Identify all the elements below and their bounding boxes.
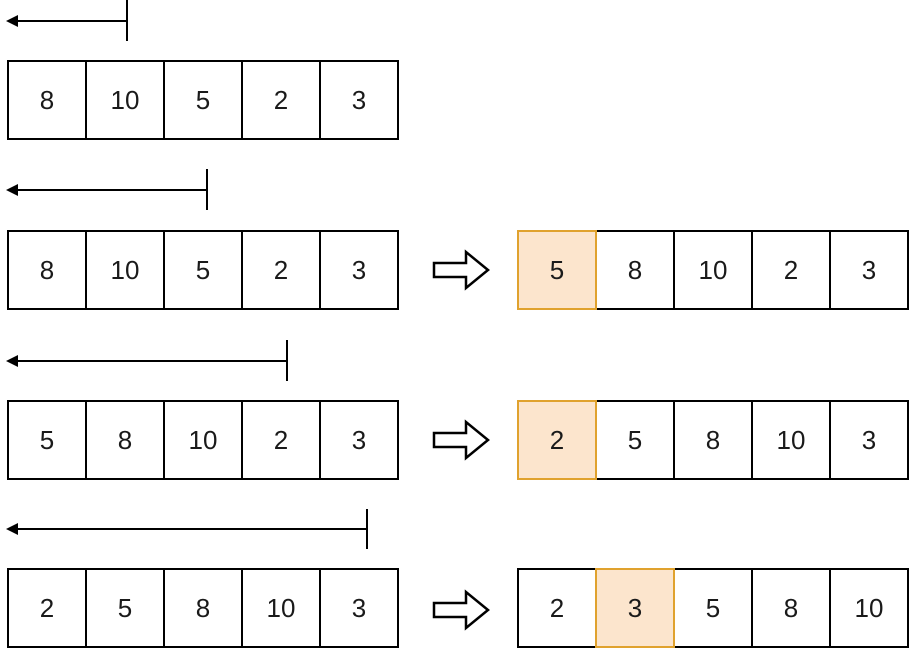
array-cell: 5 bbox=[85, 568, 165, 648]
block-arrow-right-step4 bbox=[432, 589, 490, 631]
array-cell: 10 bbox=[673, 230, 753, 310]
array-cell: 3 bbox=[319, 60, 399, 140]
array-cell: 3 bbox=[319, 568, 399, 648]
array-cell: 2 bbox=[241, 400, 321, 480]
array-cell: 8 bbox=[85, 400, 165, 480]
scan-pointer-arrow-step2 bbox=[6, 169, 208, 210]
step2-result-array: 5 8 10 2 3 bbox=[517, 230, 909, 310]
block-arrow-right-step3 bbox=[432, 419, 490, 461]
array-cell: 10 bbox=[85, 230, 165, 310]
array-cell: 8 bbox=[163, 568, 243, 648]
scan-pointer-arrow-step4 bbox=[6, 509, 368, 549]
array-cell: 10 bbox=[163, 400, 243, 480]
array-cell: 8 bbox=[7, 60, 87, 140]
array-cell: 3 bbox=[829, 230, 909, 310]
array-cell: 8 bbox=[7, 230, 87, 310]
step3-result-array: 2 5 8 10 3 bbox=[517, 400, 909, 480]
array-cell: 3 bbox=[319, 230, 399, 310]
array-cell: 5 bbox=[163, 230, 243, 310]
array-cell: 5 bbox=[163, 60, 243, 140]
step4-array: 2 5 8 10 3 bbox=[7, 568, 399, 648]
array-cell: 8 bbox=[673, 400, 753, 480]
array-cell: 5 bbox=[595, 400, 675, 480]
step3-array: 5 8 10 2 3 bbox=[7, 400, 399, 480]
array-cell: 5 bbox=[673, 568, 753, 648]
array-cell: 2 bbox=[241, 60, 321, 140]
array-cell-highlighted: 3 bbox=[595, 568, 675, 648]
array-cell: 10 bbox=[85, 60, 165, 140]
array-cell: 2 bbox=[517, 568, 597, 648]
scan-pointer-arrow-step1 bbox=[6, 0, 128, 41]
step1-array: 8 10 5 2 3 bbox=[7, 60, 399, 140]
array-cell-highlighted: 5 bbox=[517, 230, 597, 310]
array-cell-highlighted: 2 bbox=[517, 400, 597, 480]
array-cell: 2 bbox=[7, 568, 87, 648]
block-arrow-right-step2 bbox=[432, 249, 490, 291]
array-cell: 8 bbox=[595, 230, 675, 310]
step4-result-array: 2 3 5 8 10 bbox=[517, 568, 909, 648]
array-cell: 10 bbox=[751, 400, 831, 480]
array-cell: 5 bbox=[7, 400, 87, 480]
array-cell: 2 bbox=[241, 230, 321, 310]
array-cell: 10 bbox=[241, 568, 321, 648]
array-cell: 10 bbox=[829, 568, 909, 648]
array-cell: 3 bbox=[829, 400, 909, 480]
step2-array: 8 10 5 2 3 bbox=[7, 230, 399, 310]
scan-pointer-arrow-step3 bbox=[6, 340, 288, 381]
array-cell: 3 bbox=[319, 400, 399, 480]
array-cell: 8 bbox=[751, 568, 831, 648]
array-cell: 2 bbox=[751, 230, 831, 310]
